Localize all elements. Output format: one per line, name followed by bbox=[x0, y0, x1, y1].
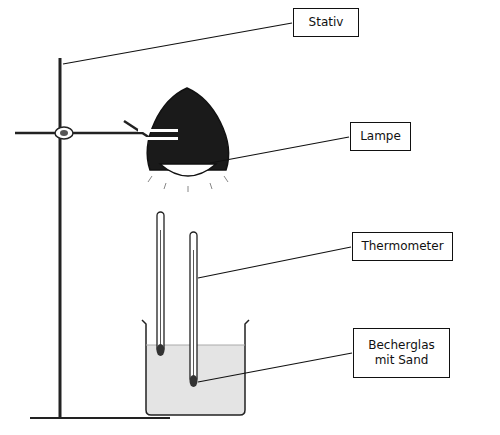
clamp-bar bbox=[15, 132, 142, 135]
lamp-clip bbox=[138, 129, 178, 132]
thermometer bbox=[190, 232, 197, 382]
thermometer bbox=[157, 212, 164, 352]
label-box: Lampe bbox=[350, 122, 411, 151]
thermometer-column bbox=[193, 250, 194, 378]
lamp-bulb bbox=[160, 164, 216, 176]
lamp bbox=[138, 88, 228, 192]
label-box: Thermometer bbox=[352, 232, 453, 261]
leader-line bbox=[198, 353, 352, 382]
leader-line bbox=[198, 247, 351, 278]
thermometer-bulb bbox=[190, 375, 198, 387]
light-rays bbox=[148, 176, 228, 192]
label-text: Lampe bbox=[358, 129, 403, 144]
thermometer-column bbox=[160, 230, 161, 348]
label-text: Stativ bbox=[301, 15, 351, 30]
clamp-screw bbox=[60, 130, 68, 136]
leader-lines bbox=[63, 23, 352, 382]
clamp bbox=[15, 121, 150, 139]
label-text: Becherglas mit Sand bbox=[361, 338, 442, 368]
clamp-muff bbox=[55, 127, 73, 139]
leader-line bbox=[63, 23, 292, 64]
stand-rod bbox=[59, 58, 62, 418]
label-box: Stativ bbox=[293, 8, 359, 37]
label-text: Thermometer bbox=[360, 239, 445, 254]
lamp-clip bbox=[138, 137, 178, 140]
thermometers bbox=[157, 212, 198, 387]
label-box: Becherglas mit Sand bbox=[353, 328, 450, 378]
stand-base bbox=[30, 417, 170, 419]
leader-line bbox=[210, 137, 349, 163]
thermometer-bulb bbox=[157, 344, 165, 356]
